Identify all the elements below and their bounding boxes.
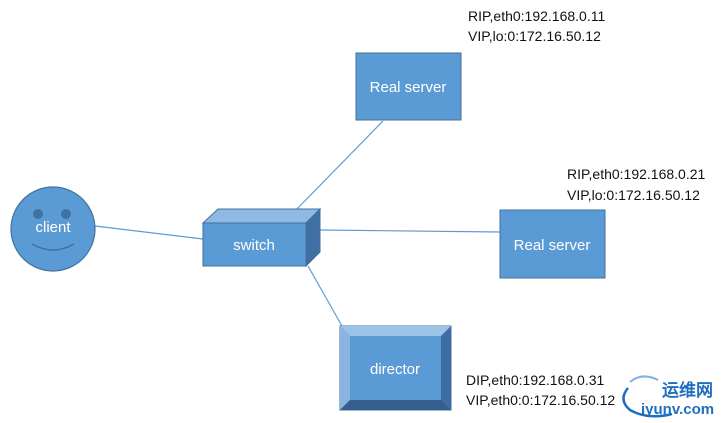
watermark-swoosh-icon bbox=[622, 387, 673, 418]
director-dip: DIP,eth0:192.168.0.31 bbox=[466, 372, 605, 388]
real-server-1-label: Real server bbox=[370, 79, 447, 96]
client-label: client bbox=[35, 219, 71, 236]
watermark-logo: 运维网 iyunv.com bbox=[622, 375, 714, 418]
director-label: director bbox=[370, 361, 420, 378]
real-server-1-vip: VIP,lo:0:172.16.50.12 bbox=[468, 28, 601, 44]
real-server-2-label: Real server bbox=[514, 237, 591, 254]
director-bevel-bottom bbox=[340, 400, 451, 410]
watermark-cn-text: 运维网 bbox=[662, 380, 713, 401]
director-bevel-left bbox=[340, 326, 350, 410]
real-server-2-rip: RIP,eth0:192.168.0.21 bbox=[567, 166, 706, 182]
real-server-1-box bbox=[355, 52, 462, 121]
watermark-en-text: iyunv.com bbox=[641, 401, 714, 418]
watermark-swoosh-arc-icon bbox=[629, 375, 659, 383]
real-server-1-rip: RIP,eth0:192.168.0.11 bbox=[468, 8, 605, 24]
director-bevel-top bbox=[340, 326, 451, 336]
edge-client-switch bbox=[94, 225, 204, 240]
real-server-2-vip: VIP,lo:0:172.16.50.12 bbox=[567, 187, 700, 203]
edge-switch-director bbox=[307, 265, 343, 327]
switch-front-face bbox=[202, 222, 307, 267]
edge-switch-real-server-1 bbox=[293, 120, 384, 213]
switch-label: switch bbox=[233, 237, 275, 254]
client-node: client bbox=[10, 186, 96, 272]
director-bevel-right bbox=[441, 326, 451, 410]
real-server-2-node: Real server bbox=[499, 209, 606, 279]
director-inner-box bbox=[350, 336, 441, 400]
smiley-left-eye-icon bbox=[33, 209, 43, 219]
director-node: director bbox=[339, 325, 452, 411]
real-server-2-box bbox=[499, 209, 606, 279]
smiley-right-eye-icon bbox=[61, 209, 71, 219]
smiley-mouth-icon bbox=[31, 243, 75, 251]
edge-switch-real-server-2 bbox=[319, 229, 501, 233]
director-vip: VIP,eth0:0:172.16.50.12 bbox=[466, 392, 615, 408]
real-server-1-node: Real server bbox=[355, 52, 462, 121]
smiley-face-icon bbox=[10, 186, 96, 272]
switch-node: switch bbox=[201, 207, 322, 268]
switch-top-face bbox=[201, 208, 322, 224]
